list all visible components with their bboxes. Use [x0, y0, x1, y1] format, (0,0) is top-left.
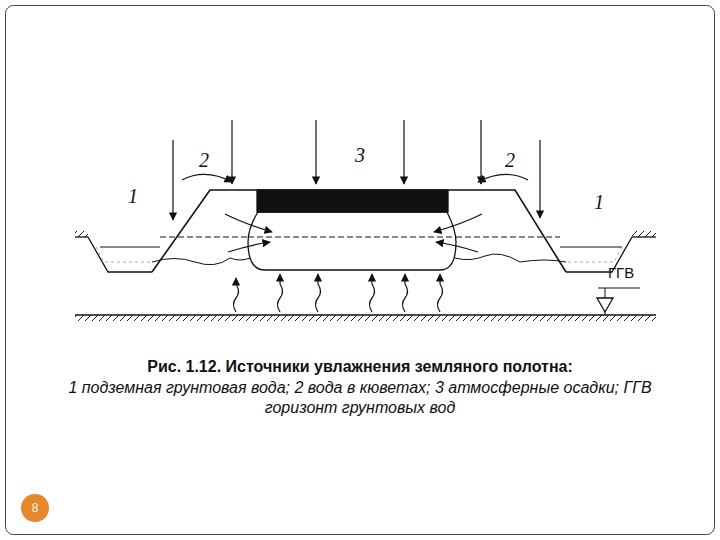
callout-number: 3 — [355, 143, 365, 168]
figure-caption: Рис. 1.12. Источники увлажнения земляног… — [0, 358, 720, 376]
caption-legend: 1 подземная грунтовая вода; 2 вода в кюв… — [40, 378, 680, 418]
page-number-badge: 8 — [21, 494, 49, 522]
callout-number: 1 — [594, 190, 604, 215]
slide-border — [6, 6, 715, 535]
level-label: ГГВ — [608, 264, 634, 283]
callout-number: 2 — [199, 148, 209, 173]
callout-number: 2 — [505, 148, 515, 173]
callout-number: 1 — [128, 184, 138, 209]
page-number: 8 — [32, 501, 39, 515]
